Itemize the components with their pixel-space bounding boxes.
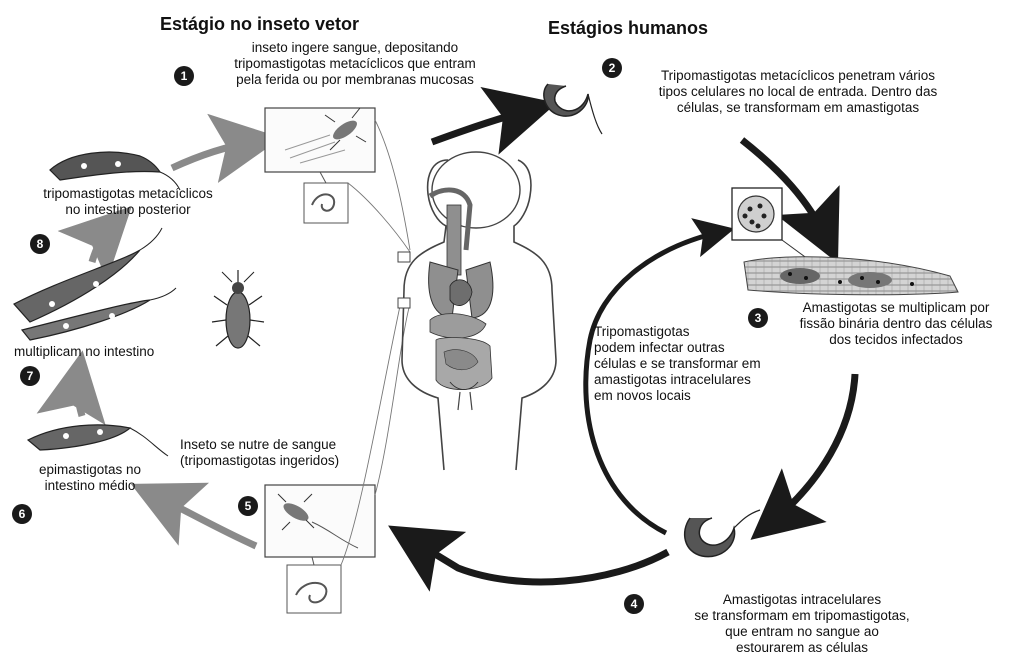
metacyclic-trypomastigote-stage-8 [50,152,180,190]
step-4-text: Amastigotas intracelulares se transforma… [652,592,952,656]
step-5-badge: 5 [238,496,258,516]
triatomine-bug-illustration [212,270,264,348]
insect-stage-heading: Estágio no inseto vetor [160,14,359,35]
epimastigote-stage-6 [28,425,168,456]
reinfection-note: Tripomastigotas podem infectar outras cé… [594,324,804,404]
arrow-stage8-to-stage1 [172,142,254,168]
arrow-insect-to-human [432,110,530,142]
step-4-badge: 4 [624,594,644,614]
trypomastigote-stage-2 [544,84,602,134]
step-2-text: Tripomastigotas metacíclicos penetram vá… [628,68,968,116]
human-stage-heading: Estágios humanos [548,18,708,39]
step-1-text: inseto ingere sangue, depositando tripom… [200,40,510,88]
insect-feeding-illustration-bottom [265,485,375,613]
step-2-badge: 2 [602,58,622,78]
step-8-text: tripomastigotas metacíclicos no intestin… [8,186,248,218]
muscle-tissue-illustration [744,257,958,295]
step-6-badge: 6 [12,504,32,524]
human-figure [398,152,556,470]
insect-bite-illustration-top [265,108,375,223]
step-1-badge: 1 [174,66,194,86]
step-5-text: Inseto se nutre de sangue (tripomastigot… [180,437,400,469]
step-7-badge: 7 [20,366,40,386]
arrow-human-to-insect [412,540,668,582]
step-8-badge: 8 [30,234,50,254]
arrow-stage6-to-stage7 [77,378,82,416]
step-6-text: epimastigotas no intestino médio [10,462,170,494]
trypomastigote-stage-4 [685,510,760,557]
step-3-text: Amastigotas se multiplicam por fissão bi… [772,300,1020,348]
arrow-stage7-to-stage8 [92,226,112,262]
step-7-text: multiplicam no intestino [14,344,214,360]
